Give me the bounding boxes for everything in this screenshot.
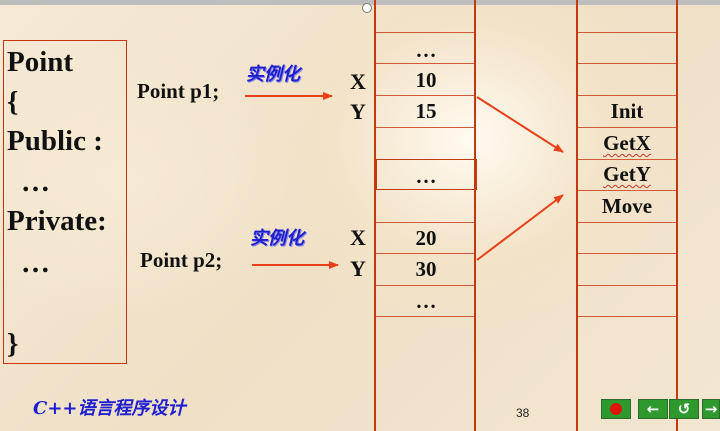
declaration-p1: Point p1; [137,79,220,103]
declaration-p2: Point p2; [140,248,223,272]
memory-divider [376,63,474,64]
function-divider [578,127,676,128]
close-brace: } [7,328,19,360]
open-brace: { [7,86,19,118]
memory-column-left-border [374,0,376,431]
forward-button[interactable]: → [702,399,720,419]
record-icon [610,403,622,415]
function-move: Move [601,194,653,218]
function-divider [578,222,676,223]
public-body: … [21,166,50,198]
record-button[interactable] [601,399,631,419]
class-definition-box: Point { Public : … Private: … } [3,40,127,364]
function-divider [578,285,676,286]
memory-divider [376,127,474,128]
function-divider [578,32,676,33]
instantiate-label-2: 实例化 [250,228,304,249]
return-icon: ↺ [677,400,691,418]
slider-handle[interactable] [362,3,372,13]
memory-ellipsis-middle: … [415,164,437,188]
arrow-p1-to-functions [476,96,564,153]
member-label-x-1: X [350,69,366,94]
private-label: Private: [7,205,107,237]
function-divider [578,190,676,191]
memory-divider [376,95,474,96]
back-icon: ← [646,400,660,418]
memory-divider [376,316,474,317]
arrow-p2-to-functions [476,194,564,261]
function-divider [578,316,676,317]
instantiate-label-1: 实例化 [246,64,300,85]
memory-ellipsis-top: … [415,38,437,62]
memory-ellipsis-bottom: … [415,289,437,313]
member-label-y-2: Y [350,256,366,281]
class-name: Point [7,46,74,78]
memory-p1-x-value: 10 [415,68,437,92]
memory-p2-y-value: 30 [415,257,437,281]
function-getx: GetX [578,133,676,154]
function-getx-label: GetX [603,131,651,155]
memory-divider [376,222,474,223]
memory-divider [376,253,474,254]
memory-middle-cell [376,159,477,190]
memory-p1-y-value: 15 [415,99,437,123]
back-button[interactable]: ← [638,399,668,419]
top-bar [0,0,720,5]
member-label-y-1: Y [350,99,366,124]
member-label-x-2: X [350,225,366,250]
forward-icon: → [704,400,718,418]
public-label: Public : [7,125,103,157]
function-divider [578,95,676,96]
function-init: Init [610,99,644,123]
function-divider [578,253,676,254]
course-title: C++语言程序设计 [33,398,186,419]
function-column-left-border [576,0,578,431]
function-divider [578,63,676,64]
memory-divider [376,285,474,286]
memory-column-right-border [474,0,476,431]
page-number: 38 [516,406,530,420]
memory-p2-x-value: 20 [415,226,437,250]
function-gety-label: GetY [603,162,651,186]
function-gety: GetY [578,164,676,185]
return-button[interactable]: ↺ [669,399,699,419]
function-divider [578,159,676,160]
memory-divider [376,32,474,33]
private-body: … [21,247,50,279]
function-column-right-border [676,0,678,431]
